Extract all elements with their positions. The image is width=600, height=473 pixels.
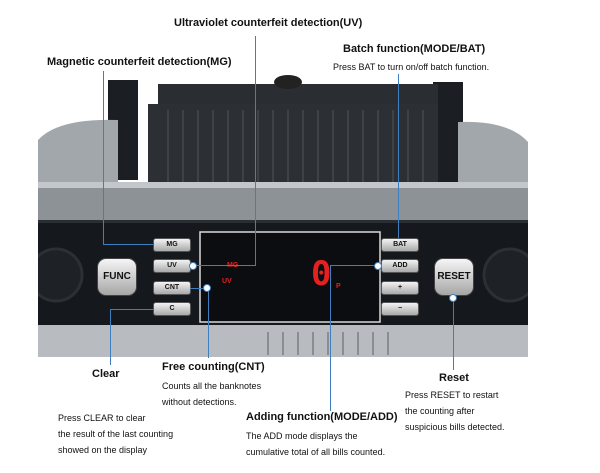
uv-callout-h xyxy=(196,265,256,266)
free-title: Free counting(CNT) xyxy=(162,361,265,373)
clear-title: Clear xyxy=(92,368,120,380)
func-button[interactable]: FUNC xyxy=(97,258,137,296)
cnt-callout-dot xyxy=(203,284,211,292)
uv-callout-line xyxy=(255,36,256,265)
add-callout-dot xyxy=(374,262,382,270)
adding-title: Adding function(MODE/ADD) xyxy=(246,411,398,423)
reset-desc-1: Press RESET to restart xyxy=(405,390,499,400)
free-desc-2: without detections. xyxy=(162,397,237,407)
counter-machine-body xyxy=(28,75,538,357)
display-p-indicator: P xyxy=(336,283,341,290)
batch-desc: Press BAT to turn on/off batch function. xyxy=(333,62,490,72)
reset-callout-line xyxy=(453,298,454,370)
reset-desc-3: suspicious bills detected. xyxy=(405,422,505,432)
uv-callout-dot xyxy=(189,262,197,270)
mg-callout-line xyxy=(103,71,104,245)
reset-desc-2: the counting after xyxy=(405,406,475,416)
add-button[interactable]: ADD xyxy=(381,259,419,273)
clear-callout-h xyxy=(110,309,153,310)
mg-button[interactable]: MG xyxy=(153,238,191,252)
clear-desc-2: the result of the last counting xyxy=(58,429,174,439)
silver-band xyxy=(38,182,528,222)
reset-callout-dot xyxy=(449,294,457,302)
batch-title: Batch function(MODE/BAT) xyxy=(343,43,486,55)
hopper-top xyxy=(158,84,438,104)
adding-desc-1: The ADD mode displays the xyxy=(246,431,358,441)
left-dial xyxy=(28,247,84,303)
counter-machine-illustration xyxy=(28,70,538,360)
cnt-callout-line xyxy=(208,288,209,358)
display-digit: 0 xyxy=(311,254,332,294)
hopper xyxy=(148,104,438,184)
plus-button[interactable]: + xyxy=(381,281,419,295)
reset-button[interactable]: RESET xyxy=(434,258,474,296)
cnt-callout-h xyxy=(190,288,209,289)
uv-button[interactable]: UV xyxy=(153,259,191,273)
display-uv-indicator: UV xyxy=(222,278,232,285)
reset-title: Reset xyxy=(439,372,469,384)
bat-button[interactable]: BAT xyxy=(381,238,419,252)
clear-callout-line xyxy=(110,309,111,365)
uv-title: Ultraviolet counterfeit detection(UV) xyxy=(174,17,363,29)
cnt-button[interactable]: CNT xyxy=(153,281,191,295)
add-callout-line xyxy=(330,265,331,411)
mg-callout-h xyxy=(103,244,153,245)
bat-callout-line xyxy=(398,74,399,238)
hopper-grille xyxy=(167,110,424,182)
minus-button[interactable]: − xyxy=(381,302,419,316)
add-callout-h xyxy=(330,265,381,266)
adding-desc-2: cumulative total of all bills counted. xyxy=(246,447,386,457)
free-desc-1: Counts all the banknotes xyxy=(162,381,262,391)
clear-desc-3: showed on the display xyxy=(58,445,148,455)
knob xyxy=(274,75,302,89)
display-window xyxy=(199,231,381,323)
clear-desc-1: Press CLEAR to clear xyxy=(58,413,146,423)
clear-button[interactable]: C xyxy=(153,302,191,316)
right-dial xyxy=(482,247,538,303)
mg-title: Magnetic counterfeit detection(MG) xyxy=(47,56,232,68)
